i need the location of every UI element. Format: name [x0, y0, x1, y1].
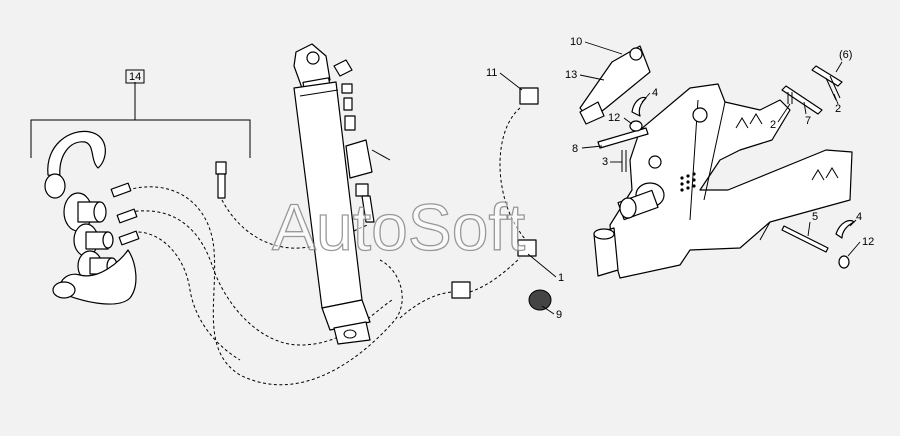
callout-13: 13 [565, 69, 577, 81]
callout-5: 5 [812, 211, 818, 223]
hose-clip [451, 87, 539, 299]
callout-labels: 14 10 13 11 4 12 8 3 (6) 2 2 7 5 4 12 1 [129, 36, 874, 321]
callout-14: 14 [129, 71, 141, 83]
callout-8: 8 [572, 143, 578, 155]
callout-12-lower: 12 [862, 236, 874, 248]
watermark: AutoSoft [272, 190, 525, 264]
coupler-group [30, 69, 251, 305]
hose-fitting [110, 182, 140, 246]
callout-3: 3 [602, 156, 608, 168]
pins-and-clips [597, 65, 855, 269]
callout-6: (6) [839, 49, 852, 61]
hydraulic-cylinder [293, 43, 391, 345]
callout-2-right: 2 [835, 103, 841, 115]
callout-10: 10 [570, 36, 582, 48]
callout-2-left: 2 [770, 119, 776, 131]
callout-7: 7 [805, 115, 811, 127]
callout-1: 1 [558, 272, 564, 284]
quick-coupler [73, 223, 114, 257]
callout-4-lower: 4 [856, 211, 862, 223]
callout-9: 9 [556, 309, 562, 321]
callout-12-upper: 12 [608, 112, 620, 124]
callout-4-upper: 4 [652, 87, 658, 99]
small-cylinder [579, 45, 651, 125]
seal-disc [528, 289, 552, 311]
hose-fitting [215, 161, 227, 199]
hitch-frame [593, 83, 853, 279]
callout-11: 11 [486, 67, 497, 79]
quick-coupler [63, 192, 107, 232]
